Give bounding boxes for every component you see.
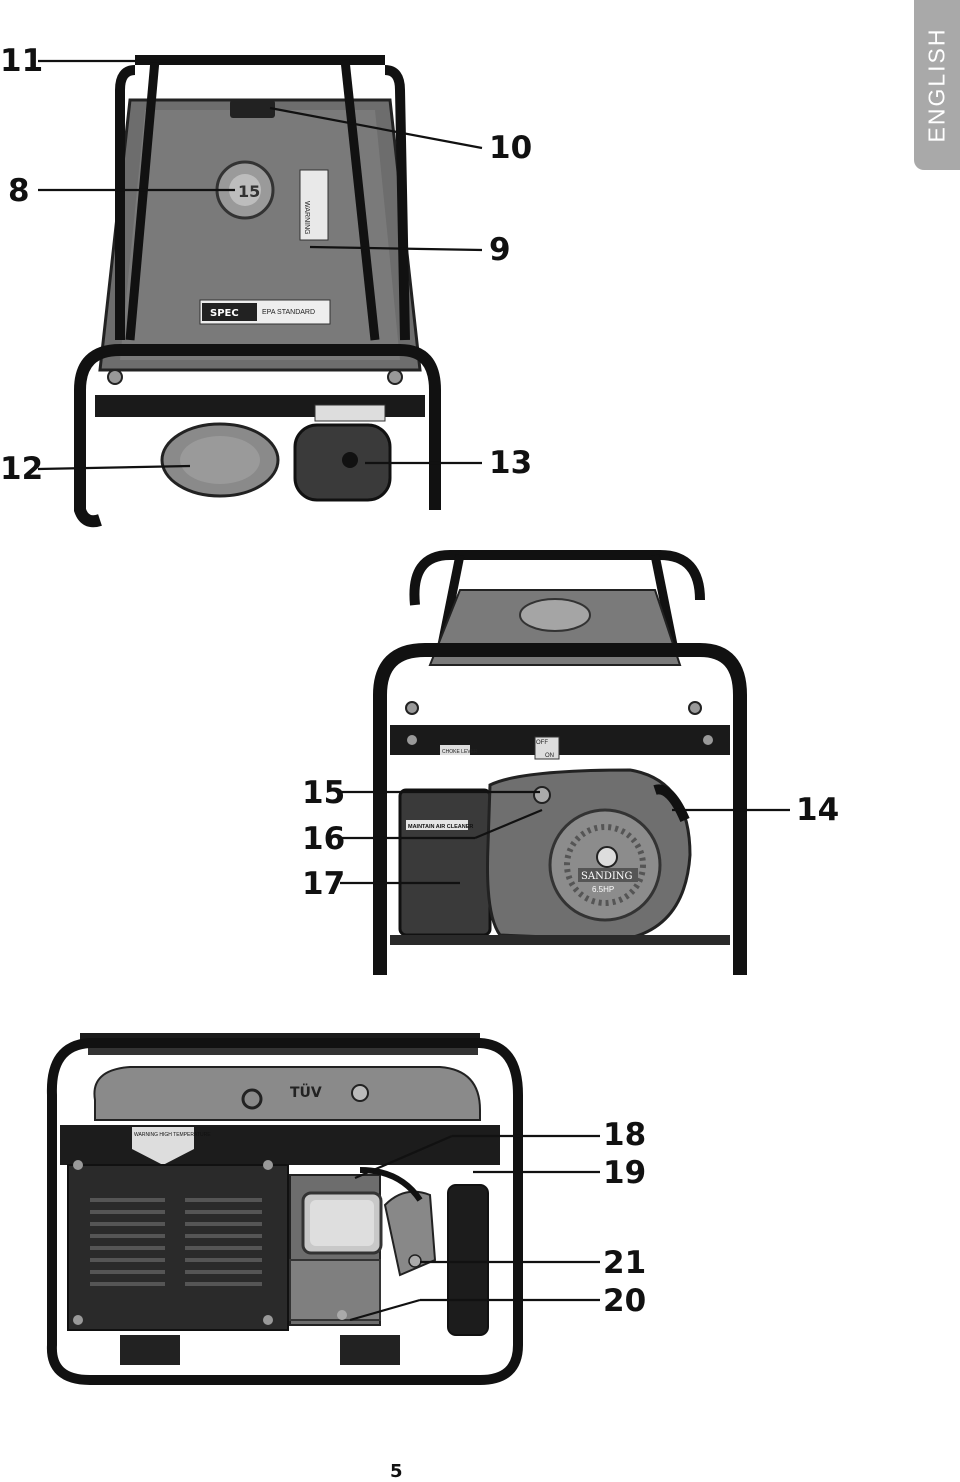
page-number: 5 [390, 1461, 403, 1482]
callout-9: 9 [489, 232, 511, 268]
callout-13: 13 [489, 445, 533, 481]
language-tab: ENGLISH [914, 0, 960, 170]
callout-14: 14 [796, 792, 840, 828]
on-label: ON [545, 753, 554, 759]
callout-20: 20 [603, 1283, 647, 1319]
generator-top-view-photo: 15 WARNING SPEC EPA STANDARD [74, 55, 441, 528]
callout-19: 19 [603, 1155, 647, 1191]
callout-12: 12 [0, 451, 44, 487]
middle-leader-lines [340, 790, 790, 885]
warning-sticker-text: WARNING [303, 201, 310, 235]
callout-21: 21 [603, 1245, 647, 1281]
top-leader-lines [37, 59, 483, 471]
air-cleaner-label: MAINTAIN AIR CLEANER [408, 824, 473, 830]
off-label: OFF [536, 740, 548, 746]
spec-logo-text: SPEC [210, 308, 239, 319]
generator-front-view-photo: CHOKE LEVER OFF ON MAINTAIN AIR CLEANER … [373, 550, 747, 975]
callout-8: 8 [8, 173, 30, 209]
callout-18: 18 [603, 1117, 647, 1153]
choke-label: CHOKE LEVER [442, 749, 478, 755]
tank-badge-text: 15 [238, 182, 260, 201]
standard-text: EPA STANDARD [262, 309, 315, 316]
callout-10: 10 [489, 130, 533, 166]
warning-temp-label: WARNING HIGH TEMPERATURE [134, 1132, 211, 1138]
callout-15: 15 [302, 775, 346, 811]
power-label: 6.5HP [592, 885, 614, 894]
callout-11: 11 [0, 43, 44, 79]
brand-label: SANDING [581, 871, 633, 882]
callout-17: 17 [302, 866, 346, 902]
tuv-label: TÜV [290, 1083, 322, 1101]
generator-side-view-photo: TÜV WARNING HIGH TEMPERATURE [46, 1033, 523, 1385]
bottom-leader-lines [349, 1134, 600, 1322]
callout-16: 16 [302, 821, 346, 857]
